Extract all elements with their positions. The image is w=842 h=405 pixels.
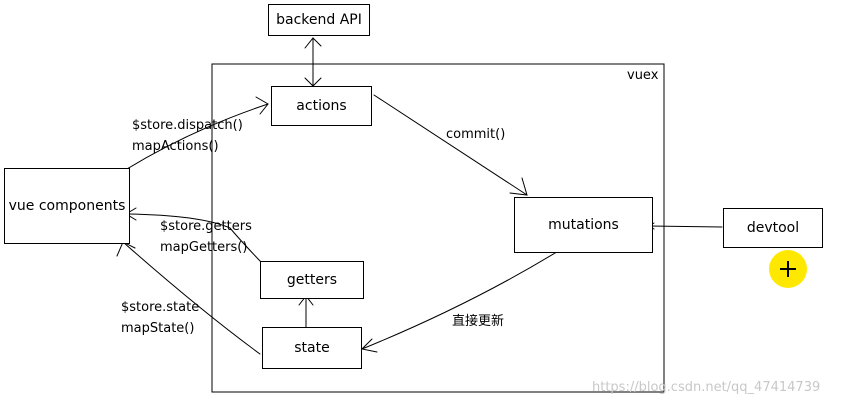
state-label-2: mapState() [121, 321, 195, 336]
getters-label-2: mapGetters() [160, 240, 248, 255]
state-line [122, 241, 261, 355]
state-node: state [262, 327, 362, 369]
dispatch-line [121, 103, 269, 173]
update-arrowhead [360, 338, 378, 353]
api-arrowhead [304, 37, 322, 49]
dispatch-arrowhead [255, 96, 269, 115]
commit-label: commit() [446, 127, 506, 142]
dispatch-label-2: mapActions() [132, 139, 219, 154]
backend-api-node: backend API [268, 4, 370, 36]
vuex-container-title: vuex [627, 68, 659, 83]
watermark-text: https://blog.csdn.net/qq_47414739 [592, 380, 821, 395]
devtool-line [648, 225, 723, 228]
dispatch-label-1: $store.dispatch() [132, 118, 243, 133]
commit-line [373, 94, 528, 196]
commit-arrowhead [509, 177, 528, 196]
direct-update-label: 直接更新 [452, 314, 505, 329]
devtool-node: devtool [723, 208, 823, 248]
mutations-node: mutations [514, 197, 653, 253]
crosshair-cursor-icon [769, 250, 807, 288]
update-line [361, 249, 561, 350]
getters-label-1: $store.getters [160, 219, 252, 234]
vuex-container [211, 63, 665, 393]
vue-components-node: vue components [4, 168, 130, 244]
getters-node: getters [260, 261, 364, 299]
actions-node: actions [271, 86, 372, 126]
getters-line [125, 213, 262, 263]
state-label-1: $store.state [121, 300, 200, 315]
